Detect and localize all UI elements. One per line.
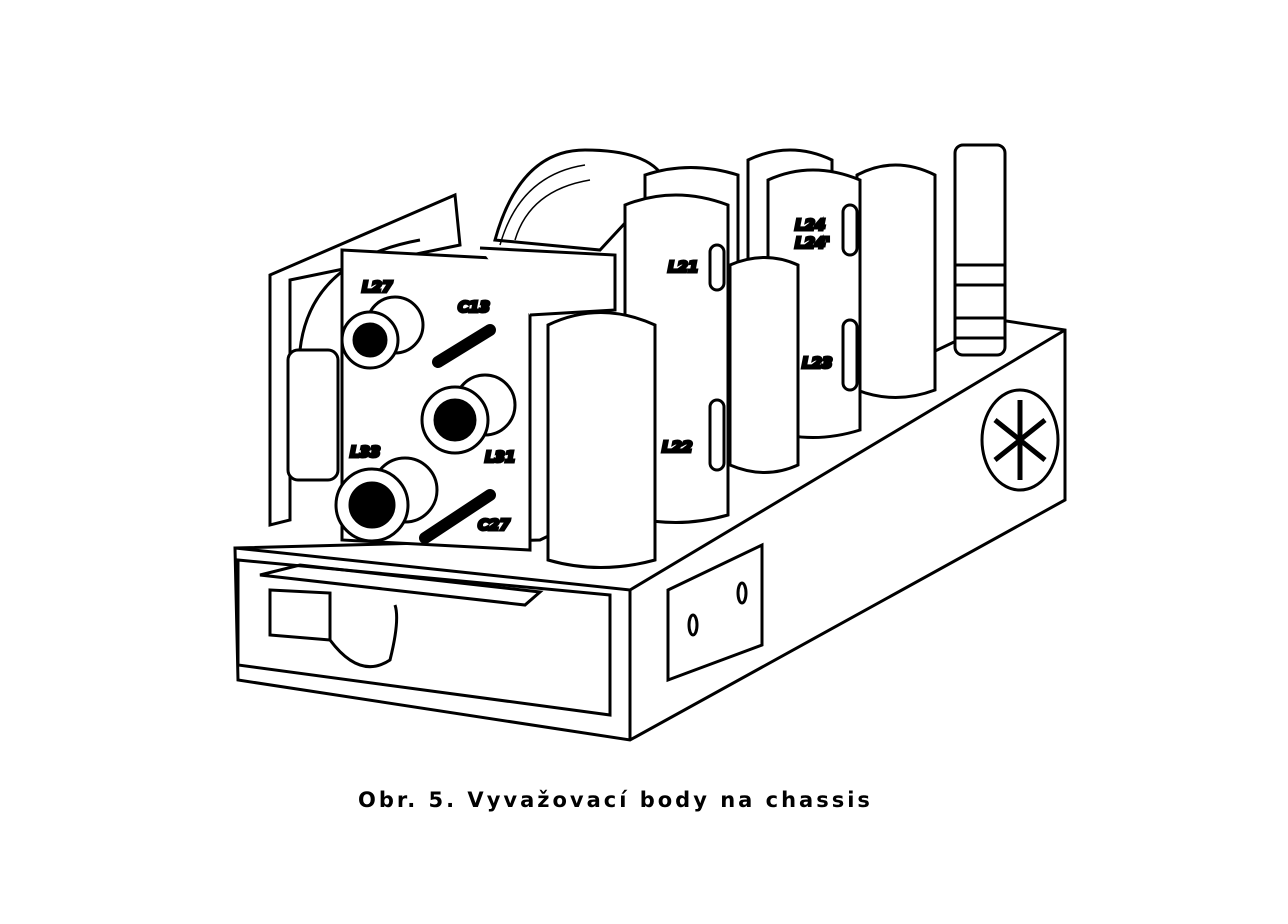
label-l22: L22 [662, 438, 692, 456]
label-l27: L27 [362, 278, 393, 296]
coil-l31 [420, 373, 517, 455]
label-l24: L24 [795, 216, 825, 234]
label-l31: L31 [485, 448, 515, 466]
label-l24-prime: L24' [795, 234, 830, 252]
label-l33: L33 [350, 443, 380, 461]
figure-caption: Obr. 5. Vyvažovací body na chassis [358, 788, 873, 812]
label-l23: L23 [802, 354, 832, 372]
label-l21: L21 [668, 258, 698, 276]
label-c27: C27 [478, 516, 510, 534]
ventilation-grille [980, 388, 1060, 492]
coil-l27 [340, 295, 425, 370]
trimmer-c27 [419, 489, 496, 544]
coil-l33 [334, 456, 439, 543]
trimmer-c13 [432, 324, 496, 368]
shield-cans [546, 143, 1007, 569]
label-c13: C13 [458, 298, 490, 316]
